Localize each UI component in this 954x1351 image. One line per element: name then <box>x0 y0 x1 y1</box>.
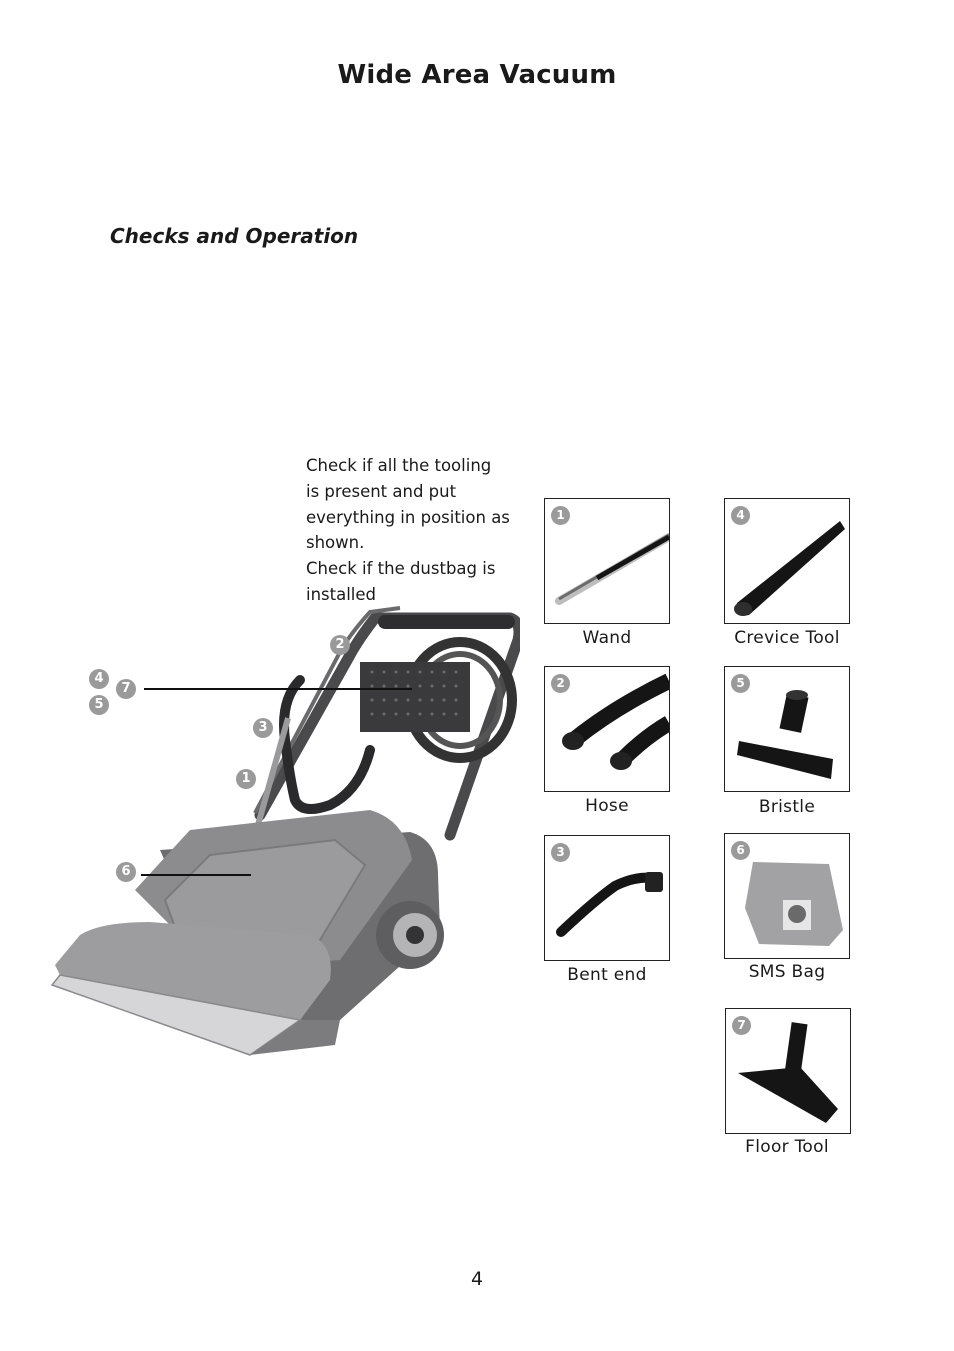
tool-card-floor-tool: 7 <box>725 1008 851 1134</box>
instruction-line: Check if all the tooling <box>306 456 492 475</box>
tool-badge: 1 <box>551 506 570 525</box>
instruction-line: is present and put <box>306 481 457 501</box>
tool-caption: Hose <box>585 796 629 816</box>
instruction-line: shown. <box>306 533 365 553</box>
tool-badge: 7 <box>732 1016 751 1035</box>
tool-card-bent-end: 3 <box>544 835 670 961</box>
instruction-line: Check if the dustbag is <box>306 559 496 579</box>
crevice-tool-icon <box>734 521 845 616</box>
wand-icon <box>555 533 669 605</box>
tool-badge: 2 <box>551 674 570 693</box>
floor-tool-icon <box>738 1022 838 1123</box>
tool-caption: Crevice Tool <box>734 628 840 648</box>
callout-badge-7: 7 <box>116 679 136 699</box>
tool-caption: Floor Tool <box>745 1137 829 1157</box>
bent-end-icon <box>556 872 663 937</box>
sms-bag-icon <box>745 862 843 946</box>
tool-caption: Wand <box>582 628 632 648</box>
tool-card-crevice: 4 <box>724 498 850 624</box>
hose-icon <box>562 673 669 770</box>
bristle-icon <box>737 690 833 779</box>
tool-card-sms-bag: 6 <box>724 833 850 959</box>
tool-card-wand: 1 <box>544 498 670 624</box>
instruction-line: installed <box>306 584 377 604</box>
leader-line-sms-bag <box>141 874 251 876</box>
tool-badge: 4 <box>731 506 750 525</box>
page-number: 4 <box>470 1268 484 1290</box>
page-title: Wide Area Vacuum <box>337 60 617 90</box>
callout-badge-2: 2 <box>330 635 350 655</box>
instruction-line: everything in position as <box>306 507 510 527</box>
leader-line-dustbag <box>144 688 412 690</box>
tool-badge: 3 <box>551 843 570 862</box>
vacuum-illustration <box>50 606 520 1056</box>
callout-badge-6: 6 <box>116 862 136 882</box>
tool-caption: SMS Bag <box>748 962 826 982</box>
tool-card-bristle: 5 <box>724 666 850 792</box>
callout-badge-5: 5 <box>89 695 109 715</box>
callout-badge-1: 1 <box>236 769 256 789</box>
callout-badge-3: 3 <box>253 718 273 738</box>
instructions-text: Check if all the tooling is present and … <box>306 453 521 608</box>
section-heading: Checks and Operation <box>110 224 359 248</box>
tool-card-hose: 2 <box>544 666 670 792</box>
tool-caption: Bent end <box>567 965 647 985</box>
callout-badge-4: 4 <box>89 669 109 689</box>
tool-badge: 5 <box>731 674 750 693</box>
tool-caption: Bristle <box>758 797 816 817</box>
tool-badge: 6 <box>731 841 750 860</box>
